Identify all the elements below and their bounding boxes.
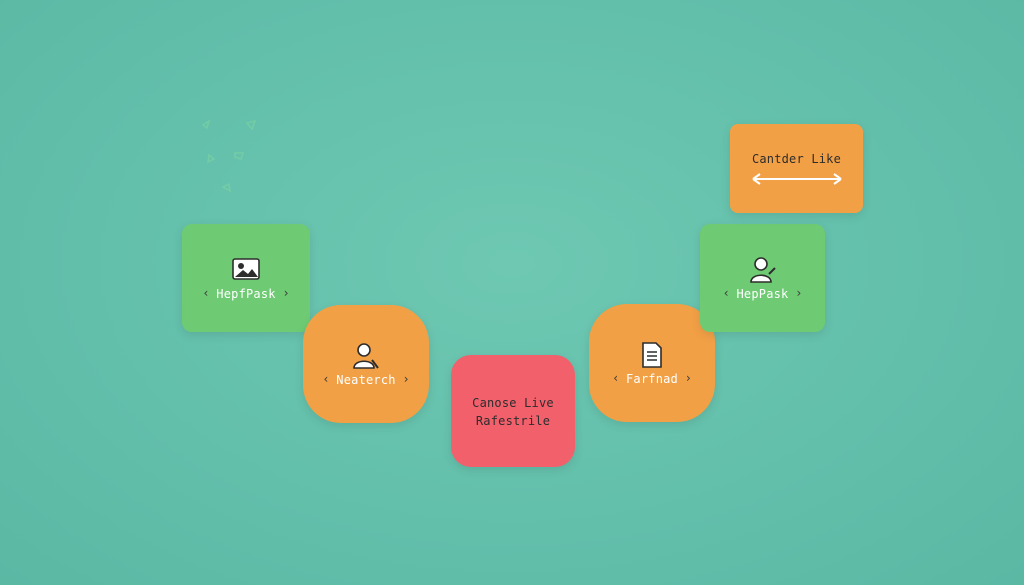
node-card-canose-live[interactable]: Canose Live Rafestrile — [451, 355, 575, 467]
chevron-left-icon: ‹ — [203, 286, 209, 300]
decorative-shapes-icon — [201, 119, 257, 193]
node-label: Neaterch — [336, 373, 396, 387]
person-icon — [353, 343, 379, 369]
node-label-row: ‹ HepfPask › — [203, 285, 288, 301]
chevron-left-icon: ‹ — [723, 286, 729, 300]
node-label: HepfPask — [216, 287, 276, 301]
node-card-cantder-like[interactable]: Cantder Like — [730, 124, 863, 213]
double-arrow-icon — [751, 172, 842, 185]
document-icon — [642, 342, 662, 368]
node-card-heppask[interactable]: ‹ HepPask › — [700, 224, 825, 332]
photo-icon — [232, 258, 260, 280]
node-card-hepfpask[interactable]: ‹ HepfPask › — [182, 224, 310, 332]
node-label-row: ‹ Neaterch › — [323, 371, 408, 387]
chevron-right-icon: › — [283, 286, 289, 300]
chevron-right-icon: › — [796, 286, 802, 300]
node-label-row: ‹ Farfnad › — [613, 370, 691, 386]
node-label-line-1: Canose Live — [472, 396, 554, 410]
node-label-row: ‹ HepPask › — [724, 285, 802, 301]
node-icon-row — [641, 340, 663, 370]
node-label: Farfnad — [626, 372, 678, 386]
chevron-right-icon: › — [403, 372, 409, 386]
person-icon — [749, 257, 776, 283]
node-label: Cantder Like — [751, 151, 842, 166]
node-label: HepPask — [736, 287, 789, 301]
node-label-line-2: Rafestrile — [475, 414, 551, 428]
node-icon-row — [352, 341, 380, 371]
node-icon-row — [231, 255, 261, 285]
chevron-left-icon: ‹ — [613, 371, 618, 385]
node-card-neaterch[interactable]: ‹ Neaterch › — [303, 305, 429, 423]
node-card-farfnad[interactable]: ‹ Farfnad › — [589, 304, 715, 422]
node-icon-row — [749, 255, 777, 285]
chevron-left-icon: ‹ — [323, 372, 329, 386]
chevron-right-icon: › — [685, 371, 691, 385]
